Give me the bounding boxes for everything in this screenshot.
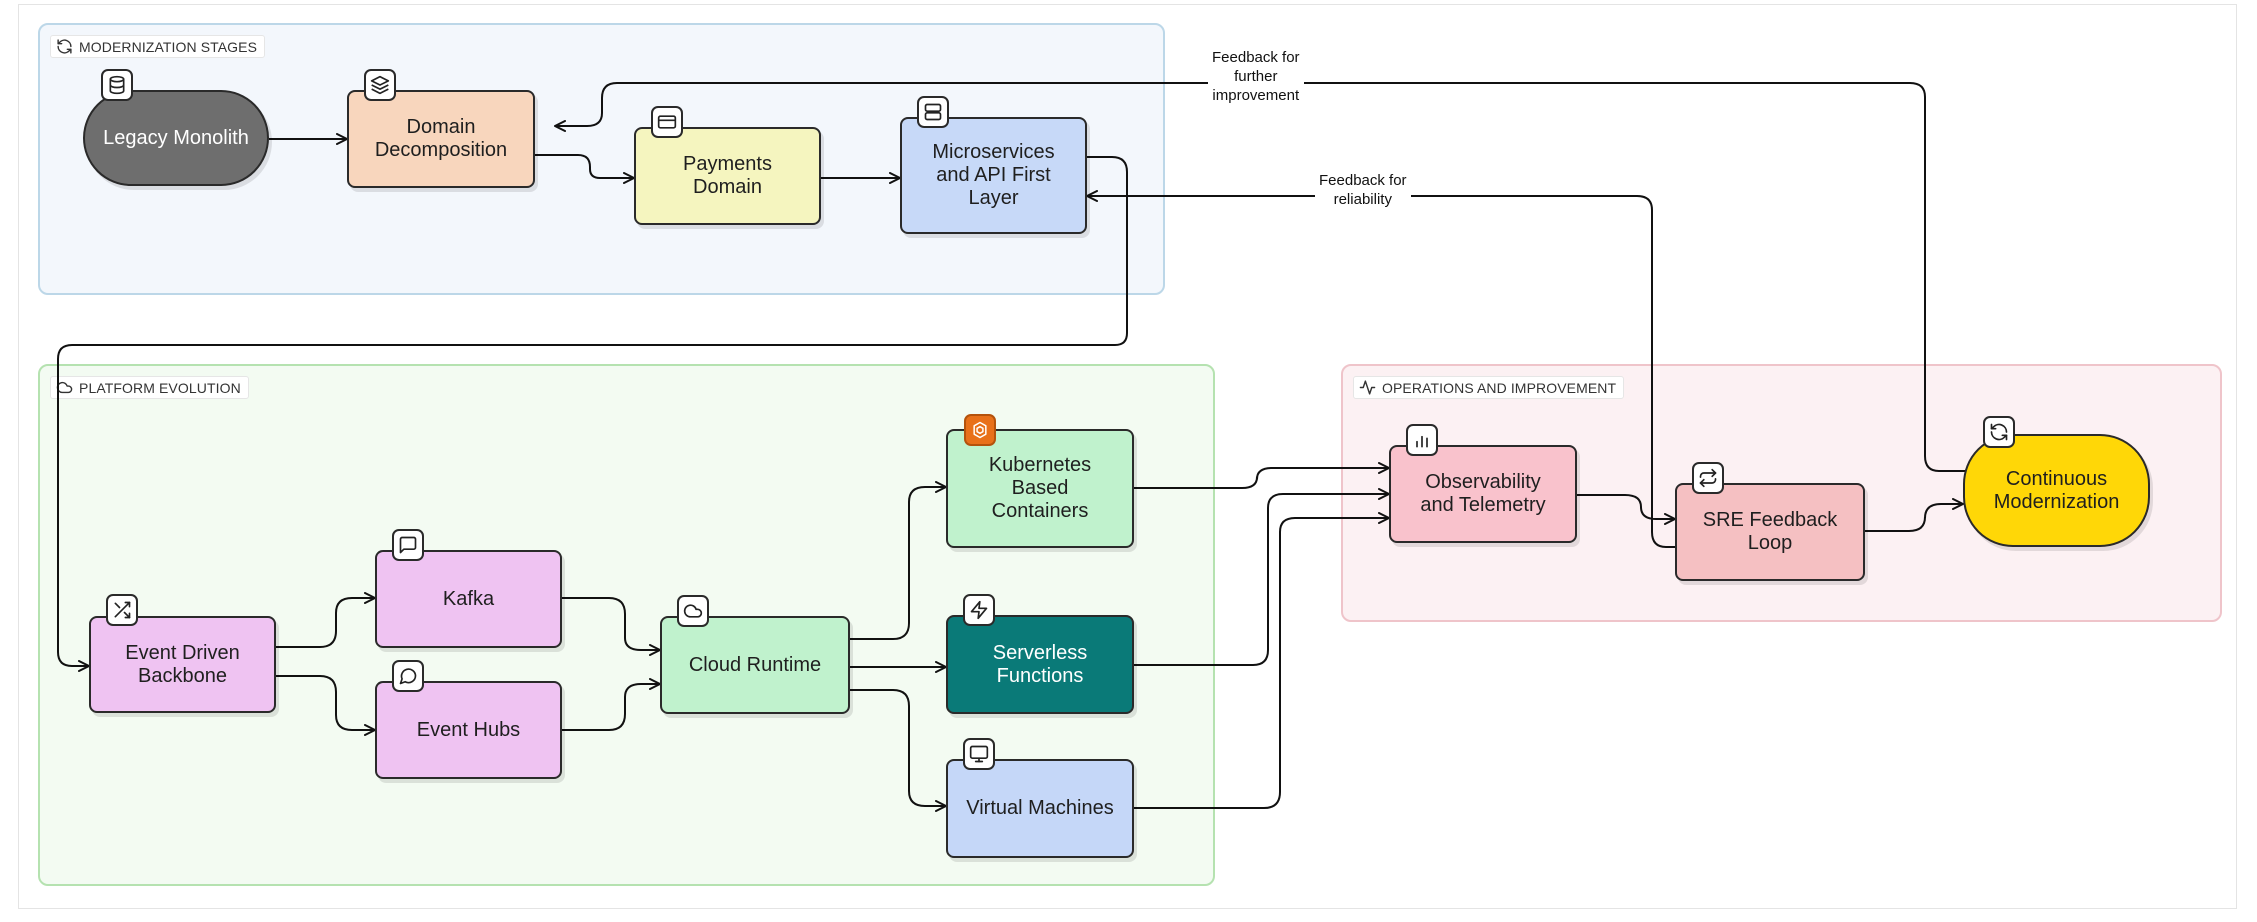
node-continuous-modernization[interactable]: Continuous Modernization (1963, 434, 2150, 547)
lightning-icon (963, 594, 995, 626)
node-event-hubs[interactable]: Event Hubs (375, 681, 562, 779)
activity-icon (1359, 380, 1376, 395)
node-serverless-functions[interactable]: Serverless Functions (946, 615, 1134, 714)
edge-eventhubs-to-cloud (562, 678, 661, 731)
edge-kafka-to-cloud (562, 597, 661, 656)
node-payments-domain[interactable]: Payments Domain (634, 127, 821, 225)
message-circle-icon (392, 660, 424, 692)
edge-backbone-to-kafka (276, 592, 376, 648)
node-observability-telemetry[interactable]: Observability and Telemetry (1389, 445, 1577, 543)
edge-label-further-improvement: Feedback for further improvement (1208, 48, 1304, 105)
edge-microservices-to-backbone (57, 156, 1128, 672)
layers-icon (364, 69, 396, 101)
node-virtual-machines[interactable]: Virtual Machines (946, 759, 1134, 858)
edge-cloud-to-kubernetes (850, 481, 947, 640)
edge-cloud-to-vms (850, 689, 947, 812)
edge-sre-feedback-reliability (1086, 190, 1675, 548)
node-cloud-runtime[interactable]: Cloud Runtime (660, 616, 850, 714)
group-label-modernization: MODERNIZATION STAGES (50, 35, 266, 58)
edge-domain-to-payments (535, 154, 635, 184)
group-label-operations: OPERATIONS AND IMPROVEMENT (1353, 376, 1625, 399)
node-domain-decomposition[interactable]: Domain Decomposition (347, 90, 535, 188)
edge-backbone-to-eventhubs (276, 675, 376, 736)
edge-kubernetes-to-observability (1134, 462, 1390, 489)
edge-sre-to-continuous (1865, 498, 1964, 532)
repeat-icon (1692, 462, 1724, 494)
group-title: PLATFORM EVOLUTION (79, 379, 241, 396)
node-event-driven-backbone[interactable]: Event Driven Backbone (89, 616, 276, 713)
edge-vms-to-observability (1134, 512, 1390, 809)
group-title: OPERATIONS AND IMPROVEMENT (1382, 379, 1617, 396)
cloud-icon (677, 595, 709, 627)
monitor-icon (963, 738, 995, 770)
edge-observability-to-sre (1577, 494, 1676, 525)
group-title: MODERNIZATION STAGES (79, 38, 258, 55)
node-legacy-monolith[interactable]: Legacy Monolith (83, 90, 269, 186)
message-square-icon (392, 529, 424, 561)
card-icon (651, 106, 683, 138)
server-icon (917, 96, 949, 128)
refresh-icon (57, 39, 72, 54)
database-icon (101, 69, 133, 101)
group-label-platform: PLATFORM EVOLUTION (50, 376, 249, 399)
node-kafka[interactable]: Kafka (375, 550, 562, 648)
canvas-frame (18, 4, 2237, 909)
node-kubernetes-containers[interactable]: Kubernetes Based Containers (946, 429, 1134, 548)
refresh-icon (1983, 416, 2015, 448)
kubernetes-icon (964, 414, 996, 446)
shuffle-icon (106, 594, 138, 626)
node-sre-feedback-loop[interactable]: SRE Feedback Loop (1675, 483, 1865, 581)
edge-serverless-to-observability (1134, 488, 1390, 666)
bar-chart-icon (1406, 424, 1438, 456)
edge-label-reliability: Feedback for reliability (1315, 171, 1411, 209)
node-microservices-api[interactable]: Microservices and API First Layer (900, 117, 1087, 234)
